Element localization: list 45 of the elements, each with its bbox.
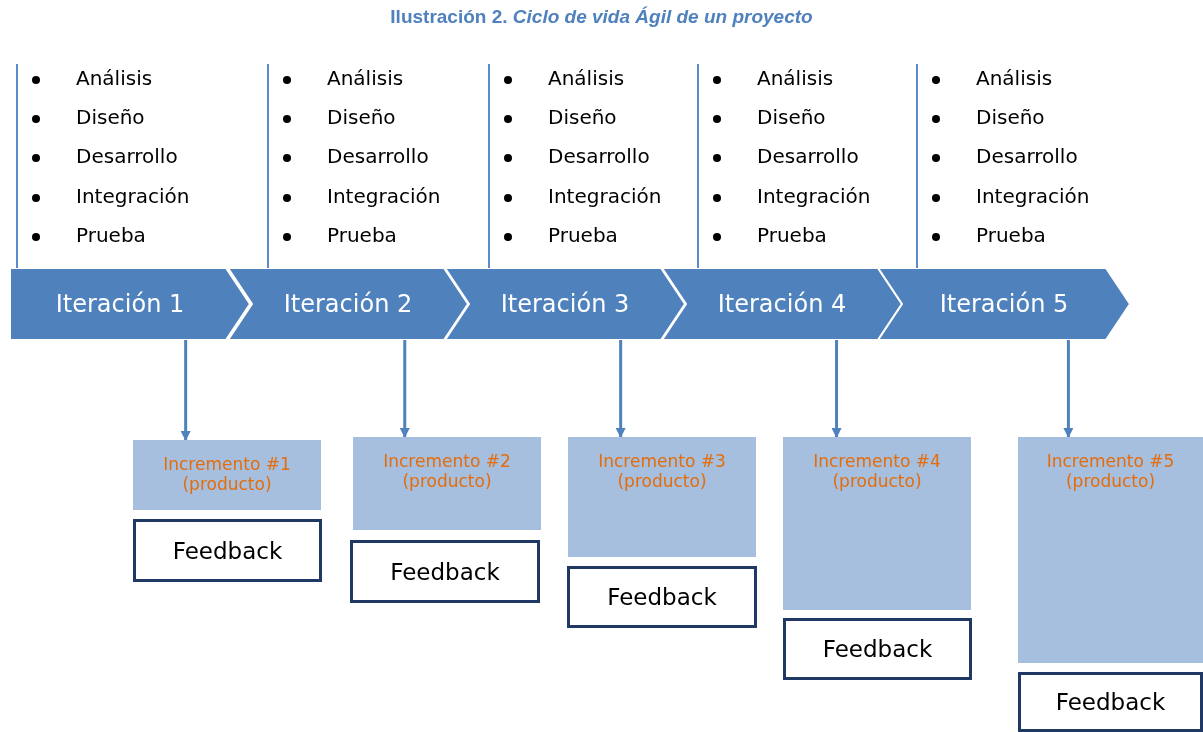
- iteration-step: Iteración 1: [10, 268, 250, 340]
- arrow: [399, 340, 410, 438]
- list-item: Análisis: [76, 66, 153, 90]
- increment-box: Incremento #4 (producto): [783, 437, 971, 610]
- list-item: Análisis: [976, 66, 1053, 90]
- list-item: Diseño: [76, 105, 145, 130]
- list-item: Integración: [548, 183, 662, 208]
- list-item: Análisis: [548, 66, 625, 90]
- list-item: Prueba: [976, 222, 1046, 247]
- arrow: [1063, 340, 1074, 438]
- figure-title: Ilustración 2. Ciclo de vida Ágil de un proyecto: [389, 6, 814, 28]
- iteration-step: Iteración 3: [445, 268, 685, 340]
- list-item: Desarrollo: [757, 144, 859, 169]
- list-item: Diseño: [327, 105, 396, 130]
- arrow: [180, 340, 191, 441]
- iteration-step: Iteración 5: [878, 268, 1130, 340]
- iteration-step: Iteración 2: [228, 268, 468, 340]
- list-item: Diseño: [548, 105, 617, 130]
- list-item: Integración: [76, 183, 190, 208]
- list-item: Análisis: [757, 66, 834, 90]
- feedback-box: Feedback: [567, 566, 757, 628]
- list-item: Integración: [327, 183, 441, 208]
- feedback-box: Feedback: [350, 540, 540, 603]
- feedback-box: Feedback: [1018, 672, 1203, 732]
- increment-box: Incremento #1 (producto): [133, 440, 321, 510]
- increment-box: Incremento #2 (producto): [353, 437, 541, 530]
- list-item: Desarrollo: [976, 144, 1078, 169]
- list-item: Diseño: [976, 105, 1045, 130]
- list-item: Diseño: [757, 105, 826, 130]
- list-item: Desarrollo: [327, 144, 429, 169]
- list-item: Integración: [757, 183, 871, 208]
- list-item: Integración: [976, 183, 1090, 208]
- list-item: Desarrollo: [76, 144, 178, 169]
- list-item: Análisis: [327, 66, 404, 90]
- feedback-box: Feedback: [783, 618, 972, 680]
- list-item: Prueba: [327, 222, 397, 247]
- feedback-box: Feedback: [133, 519, 322, 582]
- list-item: Desarrollo: [548, 144, 650, 169]
- arrow: [831, 340, 842, 438]
- arrow: [615, 340, 626, 438]
- list-item: Prueba: [757, 222, 827, 247]
- list-item: Prueba: [548, 222, 618, 247]
- increment-box: Incremento #5 (producto): [1018, 437, 1203, 663]
- increment-box: Incremento #3 (producto): [568, 437, 756, 557]
- list-item: Prueba: [76, 222, 146, 247]
